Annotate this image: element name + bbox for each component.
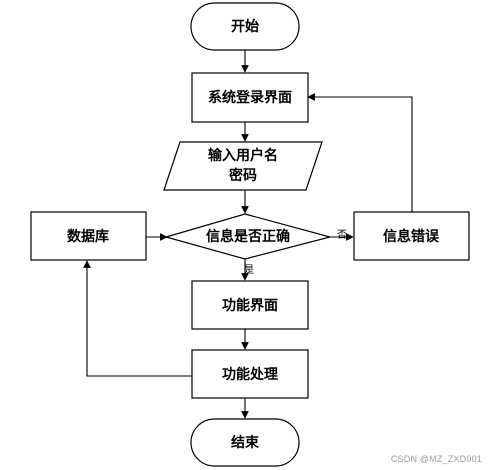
node-login-label: 系统登录界面 <box>208 89 292 106</box>
edge-process-to-database <box>83 260 192 377</box>
node-start: 开始 <box>190 2 300 51</box>
node-start-label: 开始 <box>231 18 259 35</box>
node-end: 结束 <box>190 418 300 467</box>
node-database-label: 数据库 <box>67 228 109 245</box>
edge-label-yes: 是 <box>244 264 254 276</box>
node-function-ui-label: 功能界面 <box>222 297 278 314</box>
edges <box>83 50 413 419</box>
node-error: 信息错误 <box>353 211 470 261</box>
node-function-process: 功能处理 <box>191 349 309 399</box>
node-error-label: 信息错误 <box>383 228 440 245</box>
node-database: 数据库 <box>30 211 147 261</box>
edge-label-no: 否 <box>337 229 347 241</box>
watermark: CSDN @MZ_ZXD001 <box>390 454 482 464</box>
node-input-label-line1: 输入用户名 <box>208 147 278 164</box>
node-function-ui: 功能界面 <box>191 280 309 330</box>
node-login: 系统登录界面 <box>191 72 309 123</box>
edge-error-to-login <box>307 93 413 212</box>
node-function-process-label: 功能处理 <box>222 366 278 383</box>
node-check-label: 信息是否正确 <box>206 228 290 245</box>
node-input-label-line2: 密码 <box>228 167 257 184</box>
node-end-label: 结束 <box>231 434 260 451</box>
node-check: 信息是否正确 <box>163 213 333 260</box>
node-input: 输入用户名 密码 <box>163 141 323 191</box>
